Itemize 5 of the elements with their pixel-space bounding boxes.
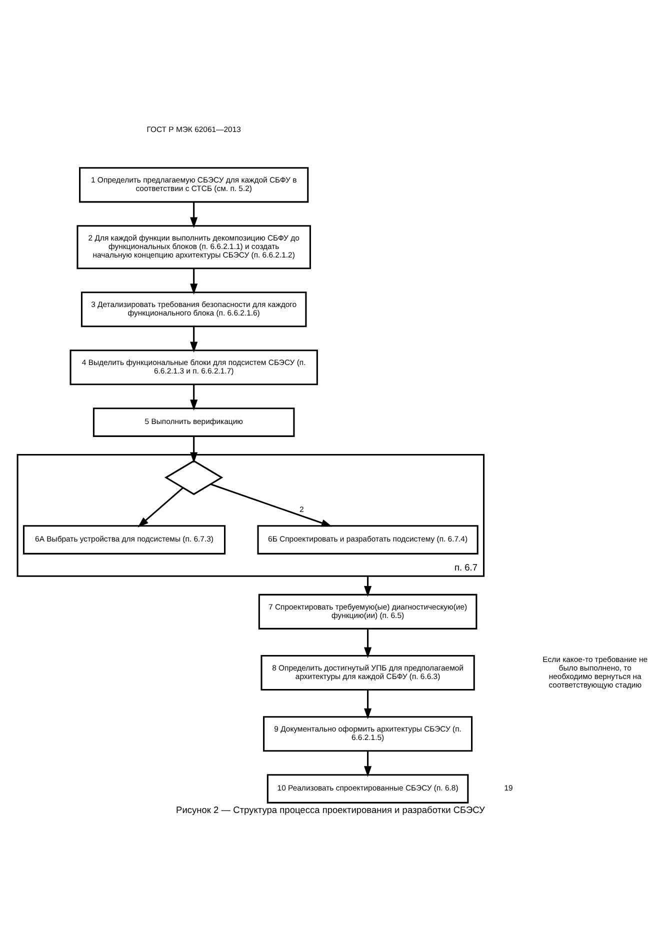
label: 19 xyxy=(504,784,513,793)
edge-label: 2 xyxy=(299,504,304,514)
label: ГОСТ Р МЭК 62061—2013 xyxy=(146,124,241,134)
caption: Рисунок 2 — Структура процесса проектирования и разработки СБЭСУ xyxy=(176,805,485,816)
label: Если какое-то требование не было выполнено, то необходимо вернуться на соответствующую стадию xyxy=(542,654,648,690)
